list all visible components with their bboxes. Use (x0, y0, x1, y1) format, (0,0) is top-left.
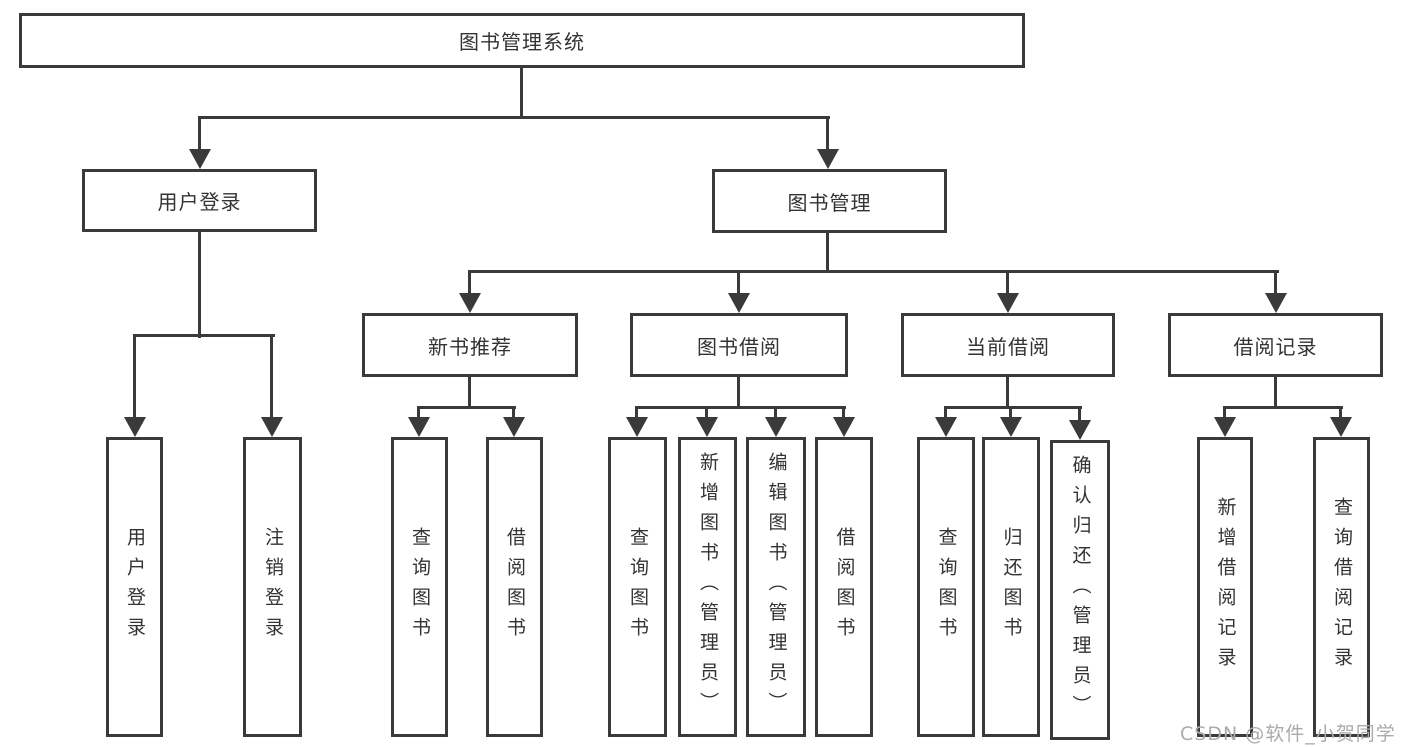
node-book-management: 图书管理 (712, 169, 947, 233)
arrowhead-down (696, 417, 718, 437)
node-label: 图书管理 (787, 190, 872, 215)
node-user-login: 用户登录 (82, 169, 317, 232)
arrowhead-down (189, 149, 211, 169)
arrowhead-down (1330, 417, 1352, 437)
leaf-query-borrow-record: 查询借阅记录 (1313, 437, 1370, 737)
leaf-add-borrow-record: 新增借阅记录 (1197, 437, 1253, 737)
connector-line (1223, 408, 1226, 420)
node-borrow-records: 借阅记录 (1168, 313, 1383, 377)
leaf-borrow-books: 借阅图书 (486, 437, 543, 737)
leaf-label: 新增借阅记录 (1214, 497, 1237, 677)
arrowhead-down (1214, 417, 1236, 437)
leaf-label: 借阅图书 (504, 527, 526, 647)
arrowhead-down (408, 417, 430, 437)
arrowhead-down (503, 417, 525, 437)
connector-line (468, 272, 471, 295)
leaf-label: 编辑图书（管理员） (765, 452, 788, 722)
node-label: 图书管理系统 (459, 30, 585, 54)
node-label: 当前借阅 (966, 334, 1050, 359)
connector-line (520, 68, 523, 118)
leaf-query-books: 查询图书 (391, 437, 448, 737)
node-library-management-system: 图书管理系统 (19, 13, 1025, 68)
connector-line (944, 408, 947, 420)
node-label: 借阅记录 (1233, 334, 1318, 359)
connector-line (944, 406, 1082, 409)
arrowhead-down (626, 417, 648, 437)
leaf-label: 确认归还（管理员） (1069, 455, 1092, 725)
leaf-edit-books-admin: 编辑图书（管理员） (746, 437, 806, 737)
leaf-label: 新增图书（管理员） (697, 452, 719, 722)
connector-line (198, 116, 830, 119)
connector-line (133, 336, 136, 419)
leaf-query-books: 查询图书 (917, 437, 975, 737)
leaf-label: 查询图书 (627, 527, 649, 647)
node-label: 图书借阅 (697, 334, 781, 359)
leaf-label: 归还图书 (1000, 527, 1023, 647)
connector-line (1223, 406, 1343, 409)
connector-line (1006, 272, 1009, 295)
arrowhead-down (817, 149, 839, 169)
connector-line (635, 406, 846, 409)
leaf-borrow-books: 借阅图书 (815, 437, 873, 737)
leaf-confirm-return-admin: 确认归还（管理员） (1050, 440, 1110, 740)
leaf-label: 注销登录 (262, 527, 284, 647)
connector-line (1009, 408, 1012, 420)
leaf-add-books-admin: 新增图书（管理员） (678, 437, 737, 737)
arrowhead-down (1069, 420, 1091, 440)
node-book-borrow: 图书借阅 (630, 313, 848, 377)
connector-line (737, 272, 740, 295)
arrowhead-down (1000, 417, 1022, 437)
connector-line (512, 408, 515, 420)
connector-line (705, 408, 708, 420)
arrowhead-down (997, 293, 1019, 313)
arrowhead-down (833, 417, 855, 437)
leaf-query-books: 查询图书 (608, 437, 667, 737)
connector-line (737, 377, 740, 409)
leaf-label: 查询图书 (935, 527, 958, 647)
arrowhead-down (124, 417, 146, 437)
connector-line (1078, 408, 1081, 423)
leaf-label: 用户登录 (124, 527, 146, 647)
connector-line (1339, 408, 1342, 420)
csdn-watermark: CSDN @软件_小贺同学 (1180, 723, 1396, 745)
connector-line (826, 118, 829, 152)
arrowhead-down (765, 417, 787, 437)
connector-line (1274, 377, 1277, 409)
connector-line (1274, 272, 1277, 295)
connector-line (198, 118, 201, 152)
arrowhead-down (459, 293, 481, 313)
connector-line (417, 406, 516, 409)
leaf-label: 查询图书 (409, 527, 431, 647)
arrowhead-down (935, 417, 957, 437)
arrowhead-down (1265, 293, 1287, 313)
connector-line (635, 408, 638, 420)
arrowhead-down (261, 417, 283, 437)
connector-line (842, 408, 845, 420)
leaf-user-login: 用户登录 (106, 437, 163, 737)
connector-line (468, 270, 1279, 273)
connector-line (198, 232, 201, 338)
connector-line (468, 377, 471, 409)
connector-line (270, 336, 273, 419)
connector-line (826, 233, 829, 272)
leaf-logout: 注销登录 (243, 437, 302, 737)
node-current-borrow: 当前借阅 (901, 313, 1115, 377)
leaf-label: 借阅图书 (833, 527, 856, 647)
node-label: 用户登录 (157, 190, 242, 214)
connector-line (133, 334, 275, 337)
node-new-book-recommend: 新书推荐 (362, 313, 578, 377)
leaf-label: 查询借阅记录 (1331, 497, 1353, 677)
node-label: 新书推荐 (428, 334, 512, 359)
connector-line (774, 408, 777, 420)
connector-line (417, 408, 420, 420)
leaf-return-books: 归还图书 (982, 437, 1040, 737)
arrowhead-down (728, 293, 750, 313)
connector-line (1006, 377, 1009, 409)
